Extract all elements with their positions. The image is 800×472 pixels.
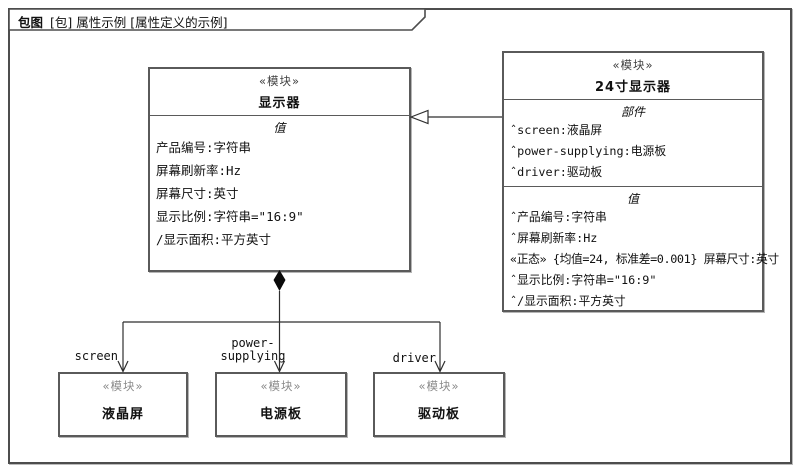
- part-label-screen: screen: [74, 349, 118, 363]
- value-row: ˆ/显示面积:平方英寸: [510, 294, 626, 308]
- block-lcd: «模块» 液晶屏: [58, 372, 188, 437]
- value-row: 屏幕刷新率:Hz: [156, 163, 242, 178]
- value-row: 显示比例:字符串="16:9": [156, 209, 304, 224]
- diagram-title-kind: 包图: [18, 15, 44, 30]
- block-driver-stereotype: «模块»: [418, 379, 460, 393]
- block-display24-parts-compartment: 部件 ˆscreen:液晶屏 ˆpower-supplying:电源板 ˆdri…: [504, 100, 762, 183]
- parts-compartment-label: 部件: [620, 105, 645, 119]
- value-row: /显示面积:平方英寸: [156, 232, 272, 247]
- part-row: ˆdriver:驱动板: [510, 165, 603, 179]
- block-power: «模块» 电源板: [215, 372, 347, 437]
- block-display24-stereotype: «模块»: [612, 58, 654, 72]
- value-row: 产品编号:字符串: [156, 140, 252, 155]
- part-label-driver: driver: [392, 351, 436, 365]
- values-compartment-label: 值: [626, 192, 639, 206]
- block-power-stereotype: «模块»: [260, 379, 302, 393]
- block-driver-name: 驱动板: [417, 407, 460, 422]
- part-row: ˆscreen:液晶屏: [510, 123, 603, 137]
- part-label-power-supplying: power- supplying: [205, 337, 301, 363]
- part-label-power-line1: power-: [231, 336, 275, 350]
- value-row: ˆ产品编号:字符串: [510, 210, 607, 224]
- value-row: ˆ显示比例:字符串="16:9": [510, 273, 657, 287]
- values-compartment-label: 值: [273, 121, 286, 135]
- value-row: ˆ屏幕刷新率:Hz: [510, 231, 598, 245]
- block-power-name: 电源板: [259, 407, 302, 422]
- block-display24-header: «模块» 24寸显示器: [504, 53, 762, 100]
- part-label-power-line2: supplying: [220, 349, 286, 363]
- diagram-title-name: [包] 属性示例 [属性定义的示例]: [50, 15, 228, 30]
- block-driver: «模块» 驱动板: [373, 372, 505, 437]
- part-row: ˆpower-supplying:电源板: [510, 144, 667, 158]
- block-display-name: 显示器: [258, 96, 301, 111]
- diagram-title: 包图 [包] 属性示例 [属性定义的示例]: [18, 12, 227, 31]
- value-row: 屏幕尺寸:英寸: [156, 186, 239, 201]
- block-display: «模块» 显示器 值 产品编号:字符串 屏幕刷新率:Hz 屏幕尺寸:英寸 显示比…: [148, 67, 411, 272]
- block-display-stereotype: «模块»: [258, 74, 301, 88]
- block-display24: «模块» 24寸显示器 部件 ˆscreen:液晶屏 ˆpower-supply…: [502, 51, 779, 312]
- block-display-values-compartment: 值 产品编号:字符串 屏幕刷新率:Hz 屏幕尺寸:英寸 显示比例:字符串="16…: [150, 116, 409, 251]
- block-display24-values-compartment: 值 ˆ产品编号:字符串 ˆ屏幕刷新率:Hz «正态» {均值=24, 标准差=0…: [504, 186, 779, 312]
- block-display-header: «模块» 显示器: [150, 69, 409, 116]
- block-lcd-stereotype: «模块»: [102, 379, 144, 393]
- block-lcd-name: 液晶屏: [101, 407, 144, 422]
- value-row: «正态» {均值=24, 标准差=0.001} 屏幕尺寸:英寸: [510, 252, 779, 266]
- block-display24-name: 24寸显示器: [594, 80, 672, 95]
